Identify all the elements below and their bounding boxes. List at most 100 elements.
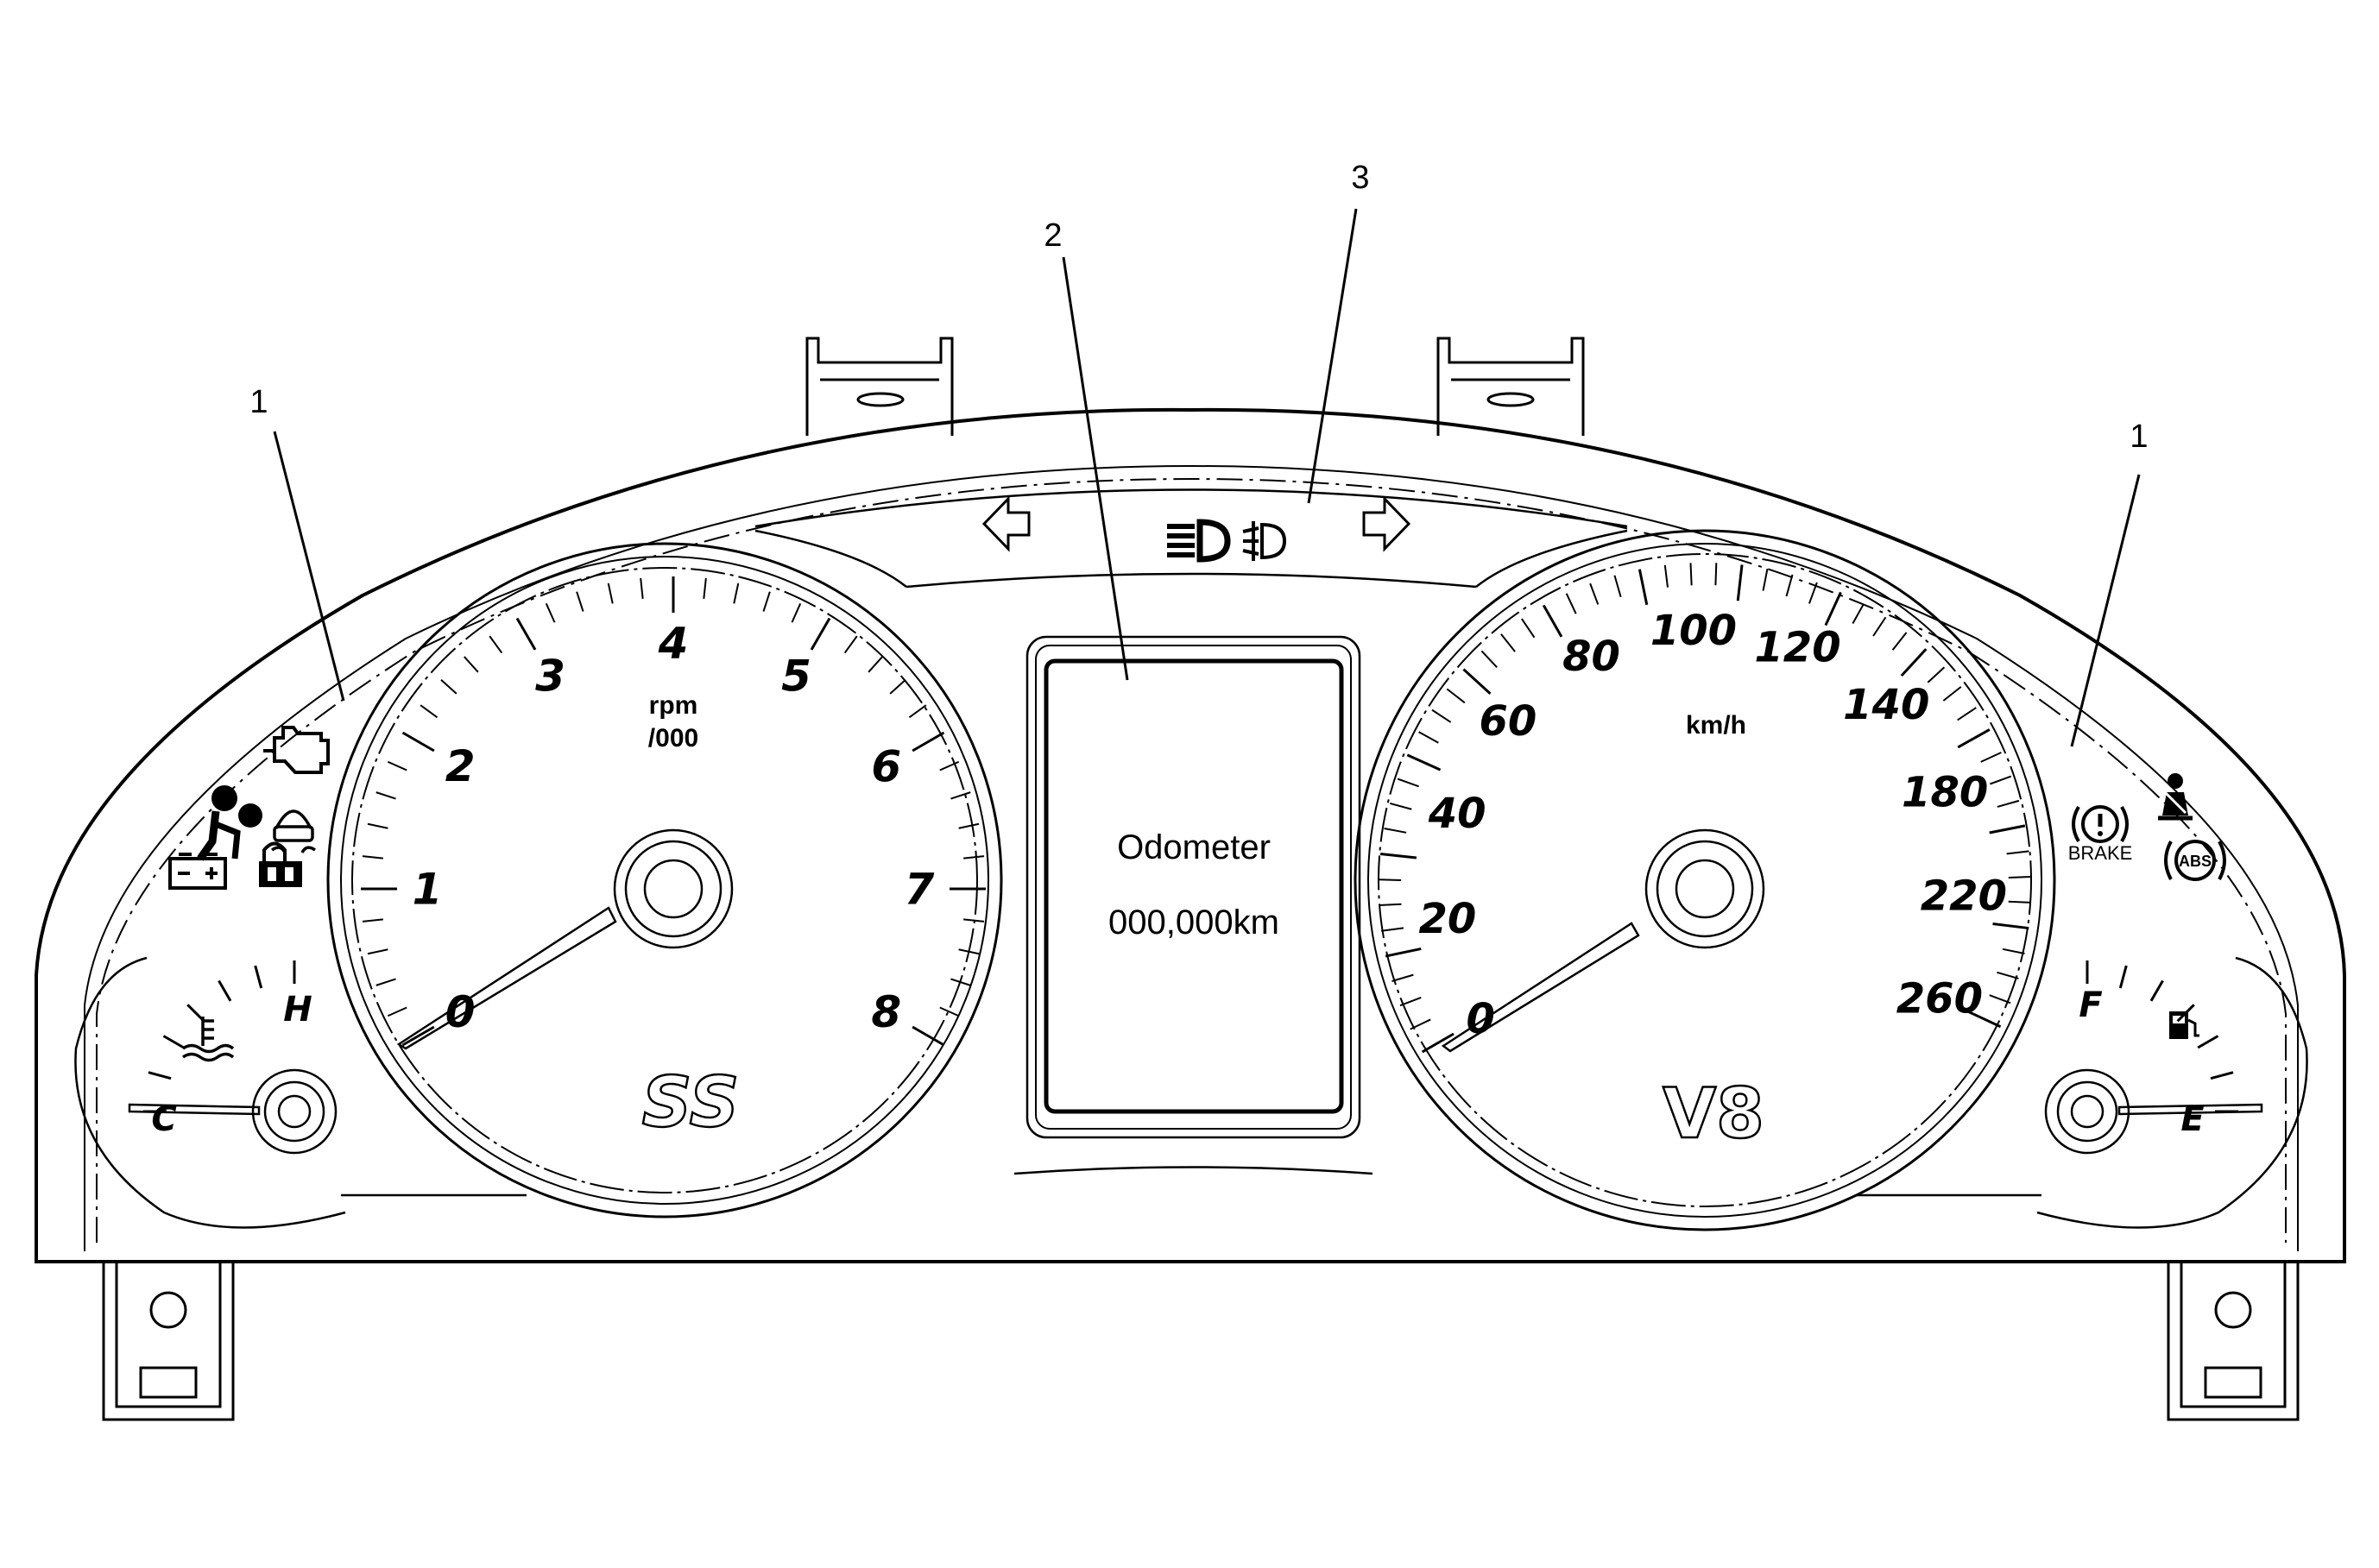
tachometer-minor-tick [420, 704, 439, 719]
odometer-value: 000,000km [1108, 904, 1279, 941]
speedometer-minor-tick [1891, 632, 1908, 651]
speedometer-major-tick [1385, 947, 1422, 958]
fuel-gauge-tick [2149, 979, 2164, 1002]
fuel-gauge: F E [2044, 960, 2263, 1155]
speedometer-minor-tick [1714, 563, 1718, 586]
temperature-gauge-tick [254, 965, 263, 989]
temperature-gauge-tick [186, 1004, 205, 1023]
speedometer-minor-tick [1389, 802, 1412, 810]
speedometer-needle [1441, 828, 1765, 1053]
speedometer-unit: km/h [1686, 711, 1746, 740]
tachometer-minor-tick [950, 978, 971, 986]
callout-2: 2 [1044, 217, 1062, 254]
security-lock-icon [259, 841, 302, 887]
tachometer-scale-label: 0 [445, 987, 476, 1037]
tachometer-minor-tick [576, 591, 584, 612]
tachometer-minor-tick [843, 635, 858, 654]
speedometer-scale-label: 100 [1650, 607, 1737, 655]
tachometer-minor-tick [545, 602, 556, 623]
speedometer-minor-tick [1589, 582, 1600, 605]
speedometer-minor-tick [1381, 927, 1404, 932]
speedometer-minor-tick [1431, 708, 1452, 723]
speedometer-scale-label: 180 [1902, 768, 1988, 816]
speedometer-minor-tick [1399, 996, 1422, 1007]
brake-label: BRAKE [2068, 842, 2133, 864]
battery-icon [168, 853, 227, 890]
coolant-temp-icon [181, 1017, 235, 1062]
bottom-mounting-tab-right [2167, 1262, 2300, 1421]
temperature-gauge-ticks [143, 960, 296, 1113]
speedometer-major-tick [1957, 728, 1991, 749]
speedometer-minor-tick [1663, 564, 1669, 588]
tachometer-minor-tick [387, 1006, 407, 1017]
speedometer-major-tick [1992, 923, 2029, 930]
ss-badge: SS [642, 1062, 739, 1143]
speedometer-minor-tick [1418, 731, 1439, 744]
tachometer-minor-tick [939, 760, 960, 771]
tachometer-scale-label: 7 [905, 865, 935, 915]
callout-2-leader [1062, 256, 1129, 681]
tachometer-scale-label: 5 [781, 652, 811, 702]
tachometer-minor-tick [889, 679, 906, 695]
speedometer-major-tick [1736, 564, 1744, 601]
speedometer-minor-tick [1384, 828, 1407, 834]
tachometer-minor-tick [387, 760, 407, 771]
speedometer-minor-tick [1500, 633, 1516, 652]
tachometer-minor-tick [375, 978, 396, 986]
speedometer-ticks [1379, 563, 2031, 1054]
speedometer-minor-tick [1521, 618, 1536, 639]
tachometer-scale-label: 1 [413, 865, 443, 915]
speedometer-minor-tick [1565, 593, 1577, 614]
speedometer-minor-tick [1872, 616, 1887, 637]
fuel-gauge-tick [2118, 965, 2128, 989]
speedometer-minor-tick [2006, 850, 2029, 855]
speedometer-minor-tick [1785, 574, 1794, 597]
left-warning-pod [74, 956, 527, 1229]
check-engine-icon [263, 726, 330, 774]
tachometer-minor-tick [464, 656, 479, 673]
tachometer-minor-tick [362, 918, 383, 923]
callout-leaders [273, 208, 2141, 747]
speedometer-major-tick [1966, 1010, 2002, 1029]
speedometer-major-tick [1824, 591, 1842, 627]
speedometer-major-tick [1900, 648, 1928, 677]
tachometer-minor-tick [375, 791, 396, 800]
speedometer-scale-label: 120 [1754, 624, 1840, 672]
tachometer-minor-tick [908, 704, 927, 719]
tachometer-unit-multiplier: /000 [648, 724, 698, 753]
brake-warning-icon [2072, 805, 2129, 843]
speedometer-major-tick [1406, 753, 1442, 771]
center-bezel [754, 488, 1628, 1175]
speedometer-minor-tick [1613, 575, 1622, 598]
speedometer-major-tick [1542, 604, 1563, 638]
speedometer-minor-tick [1808, 582, 1818, 604]
fuel-gauge-ticks [2086, 960, 2238, 1113]
tachometer-minor-tick [950, 791, 971, 800]
speedometer-scale-label: 140 [1843, 681, 1929, 729]
callout-1-right-leader [2070, 474, 2141, 747]
tachometer-major-tick [515, 617, 537, 651]
speedometer-minor-tick [1391, 973, 1414, 982]
tachometer-minor-tick [440, 679, 458, 695]
speedometer-minor-tick [1997, 971, 2019, 979]
speedometer-minor-tick [1980, 752, 2002, 763]
speedometer-major-tick [1989, 824, 2026, 834]
tachometer-minor-tick [963, 855, 985, 860]
speedometer-major-tick [1462, 668, 1492, 695]
tachometer-minor-tick [791, 602, 802, 623]
tachometer-minor-tick [489, 635, 503, 654]
high-beam-icon [1167, 519, 1231, 563]
speedometer-minor-tick [1997, 799, 2020, 808]
speedometer-minor-tick [1990, 775, 2012, 785]
fuel-gauge-tick [2197, 1035, 2219, 1049]
abs-icon: ABS [2164, 840, 2226, 881]
speedometer-minor-tick [1410, 1018, 1431, 1030]
fuel-gauge-tick [2210, 1071, 2234, 1080]
speedometer-minor-tick [2008, 900, 2031, 904]
tachometer-needle [396, 828, 734, 1050]
seatbelt-icon [2158, 773, 2193, 821]
